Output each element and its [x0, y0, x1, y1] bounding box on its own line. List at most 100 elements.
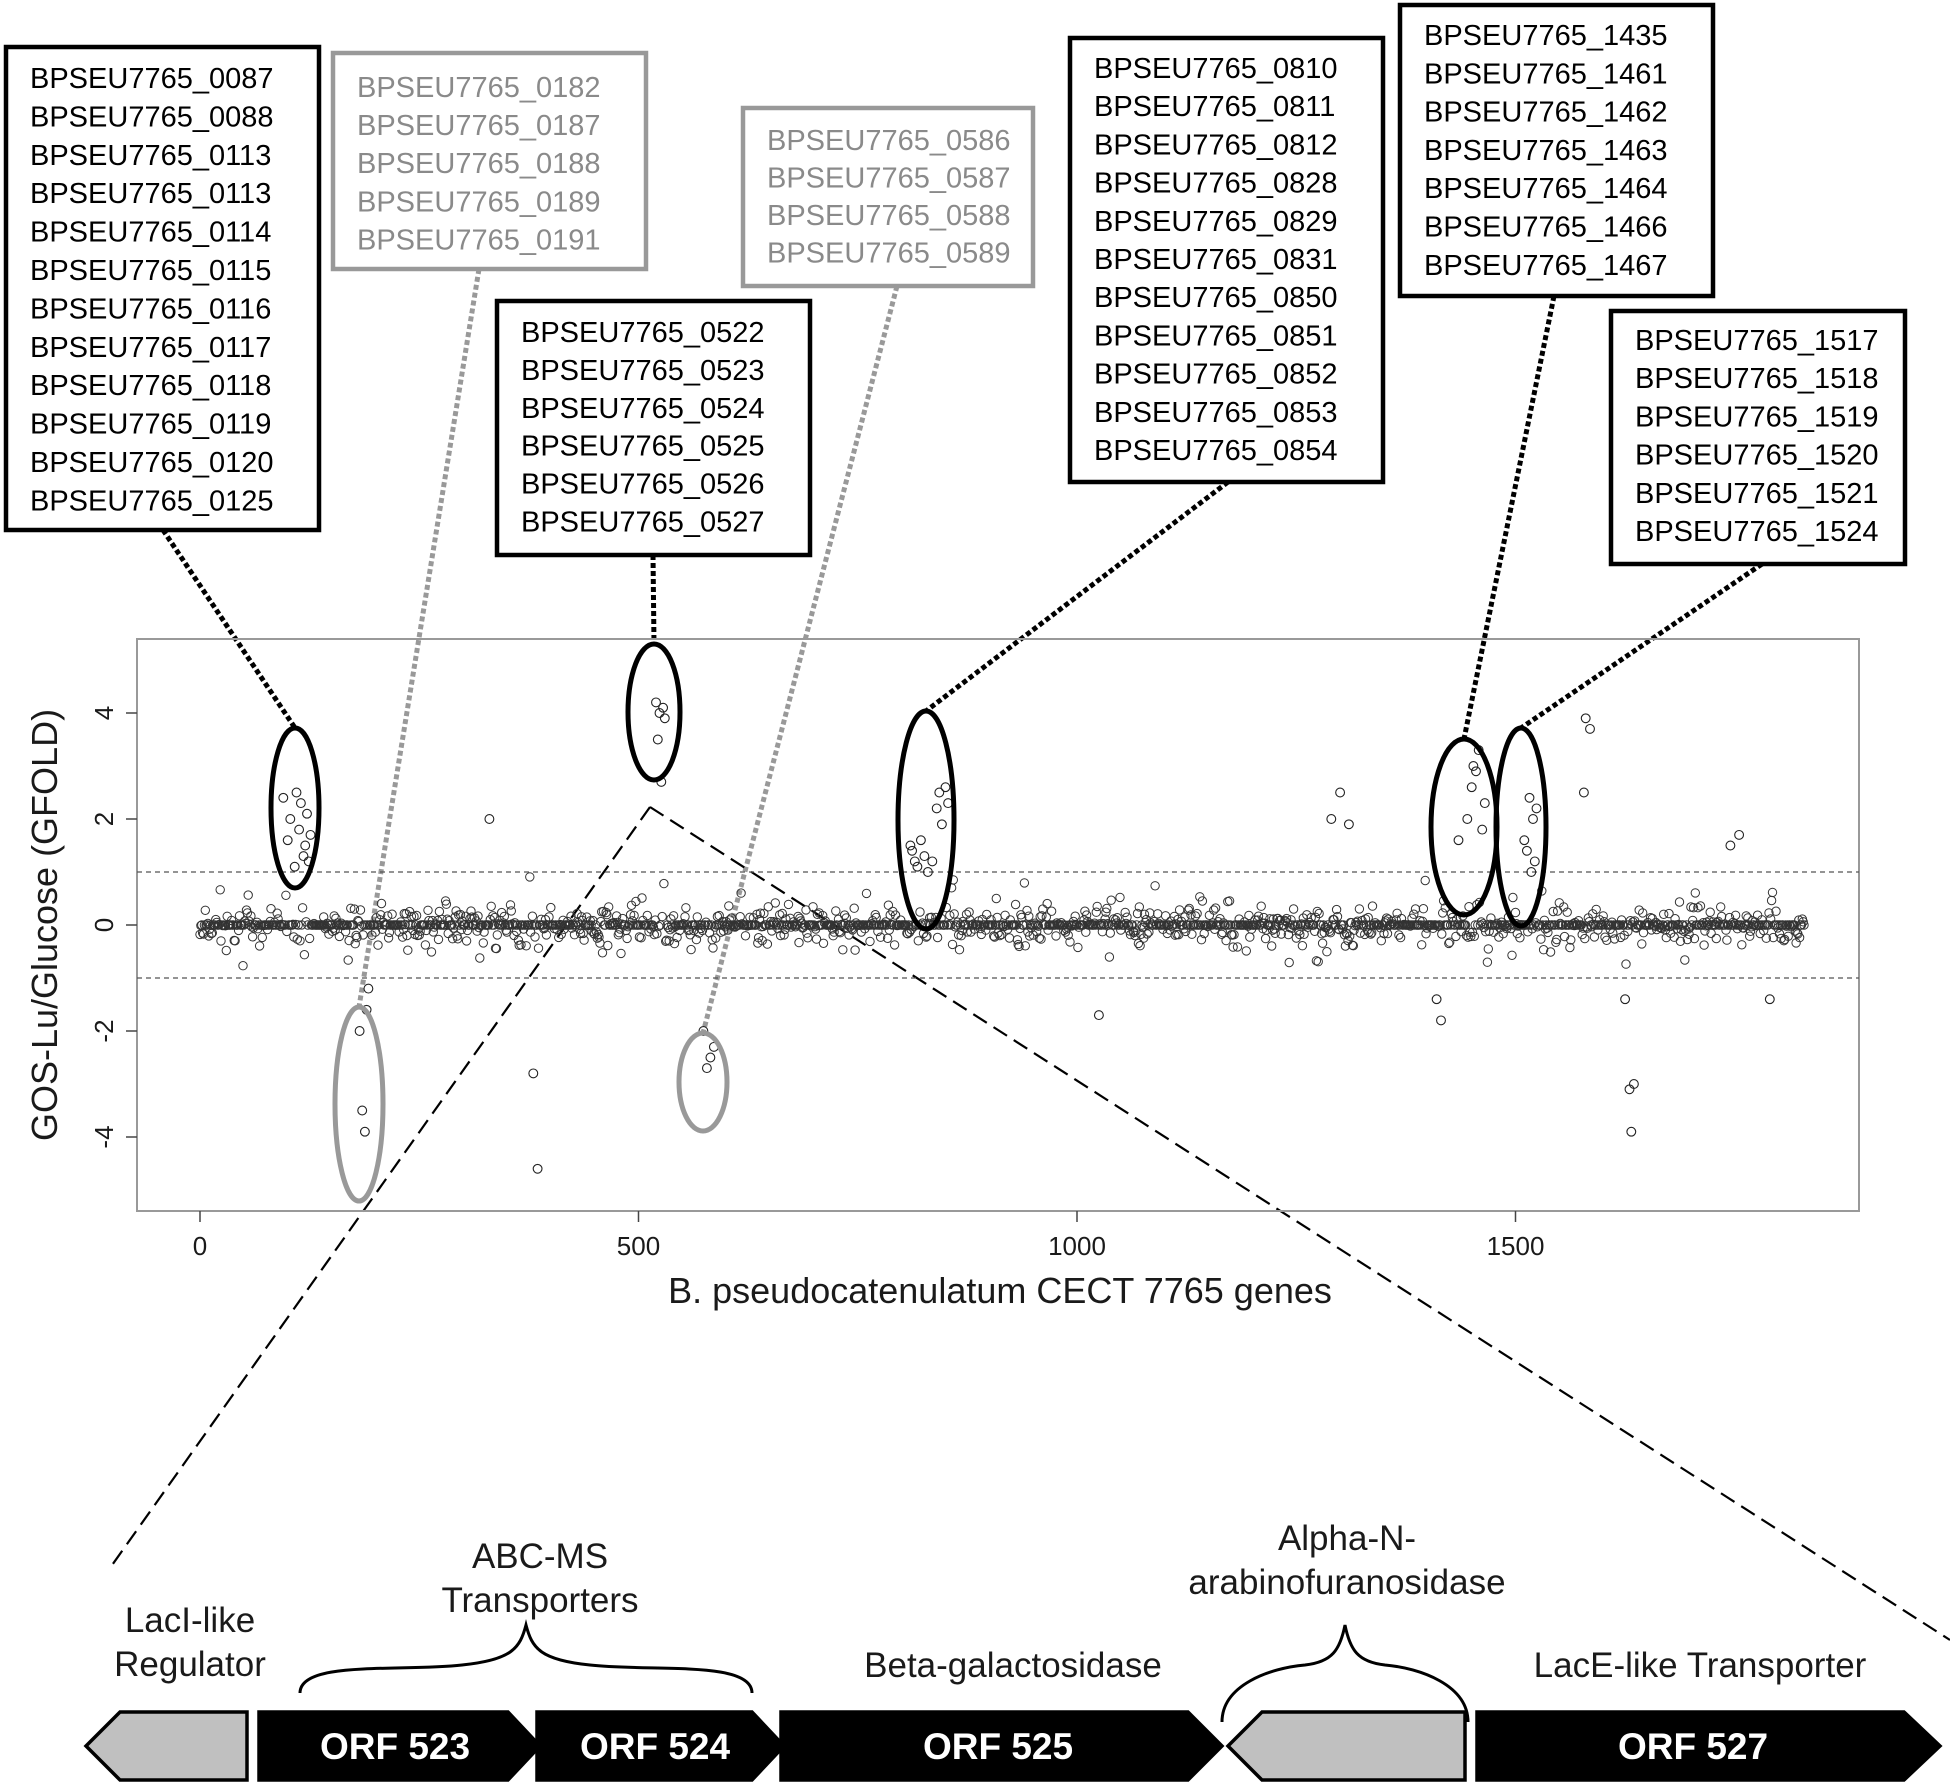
- data-point: [701, 1063, 712, 1074]
- data-point: [297, 903, 308, 913]
- cluster-ellipse: [1493, 725, 1549, 929]
- data-point: [1443, 920, 1453, 930]
- data-point: [221, 945, 232, 956]
- data-point: [473, 911, 483, 921]
- gene-label: BPSEU7765_0586: [767, 125, 1010, 157]
- data-point: [1181, 926, 1191, 937]
- data-point: [282, 835, 293, 846]
- data-point: [200, 905, 211, 915]
- data-point: [1409, 909, 1419, 919]
- data-point: [1070, 911, 1080, 921]
- gene-box-frame: [1397, 2, 1716, 299]
- gene-label: BPSEU7765_0810: [1094, 53, 1337, 85]
- x-tick-label: 1000: [1048, 1231, 1106, 1261]
- gene-label: BPSEU7765_1518: [1635, 363, 1878, 395]
- data-point: [1229, 930, 1239, 940]
- data-point: [557, 920, 567, 930]
- data-point: [753, 938, 763, 948]
- data-point: [343, 955, 353, 965]
- data-point: [411, 910, 422, 921]
- cluster-ellipse: [676, 1030, 730, 1134]
- data-point: [1288, 920, 1298, 930]
- gene-label: BPSEU7765_0851: [1094, 320, 1337, 352]
- data-point: [1716, 902, 1726, 912]
- data-point: [814, 908, 824, 918]
- data-point: [1216, 920, 1226, 930]
- gene-label: BPSEU7765_1463: [1424, 135, 1667, 167]
- data-point: [1160, 911, 1171, 921]
- data-point: [302, 808, 312, 819]
- data-point: [1711, 933, 1722, 944]
- gene-label: BPSEU7765_0114: [30, 217, 271, 249]
- data-point: [1783, 931, 1793, 941]
- data-point: [681, 903, 691, 913]
- data-point: [1135, 941, 1145, 951]
- data-point: [433, 934, 444, 945]
- gene-box-frame: [3, 44, 322, 533]
- data-point: [215, 885, 225, 895]
- connector-line: [924, 480, 1230, 713]
- data-point: [423, 905, 433, 915]
- gene-label: BPSEU7765_1517: [1635, 325, 1878, 357]
- data-point: [1794, 915, 1804, 925]
- data-point: [595, 938, 605, 948]
- data-point: [1799, 920, 1809, 930]
- gene-label: BPSEU7765_1462: [1424, 97, 1667, 129]
- orf-label: ORF 527: [1618, 1726, 1768, 1767]
- cluster-ellipse: [1428, 736, 1500, 918]
- data-point: [616, 948, 626, 959]
- gene-label: BPSEU7765_0113: [30, 140, 271, 172]
- data-point: [376, 898, 387, 909]
- data-point: [1241, 946, 1252, 956]
- data-point: [285, 814, 296, 824]
- data-point: [849, 903, 859, 913]
- gene-label: BPSEU7765_1461: [1424, 58, 1667, 90]
- data-point: [357, 1105, 368, 1116]
- data-point: [651, 697, 661, 708]
- data-point: [1171, 919, 1181, 929]
- y-tick-label: 0: [89, 918, 119, 932]
- data-point: [1721, 925, 1731, 935]
- gene-label: BPSEU7765_0524: [521, 393, 764, 425]
- data-point: [1326, 814, 1337, 824]
- data-point: [1764, 908, 1774, 918]
- data-point: [1734, 829, 1745, 840]
- data-point: [1508, 892, 1518, 903]
- data-point: [735, 912, 745, 922]
- orf-arrow: ORF 525: [779, 1710, 1225, 1782]
- data-point: [1559, 902, 1569, 912]
- gene-box: BPSEU7765_1435BPSEU7765_1461BPSEU7765_14…: [1397, 2, 1716, 299]
- data-point: [455, 909, 466, 920]
- data-point: [661, 936, 671, 946]
- data-point: [773, 923, 783, 934]
- alpha-brace: [1220, 1624, 1470, 1723]
- gene-label: BPSEU7765_0119: [30, 409, 271, 441]
- data-point: [664, 936, 674, 946]
- data-point: [1331, 904, 1342, 915]
- data-point: [1531, 803, 1542, 814]
- data-point: [850, 945, 860, 955]
- data-point: [808, 902, 818, 912]
- data-point: [591, 927, 602, 937]
- data-point: [1228, 942, 1238, 952]
- data-point: [1638, 908, 1648, 918]
- data-point: [922, 867, 933, 877]
- data-point: [1538, 945, 1549, 955]
- data-point: [603, 940, 613, 951]
- data-point: [196, 920, 206, 931]
- data-point: [1183, 905, 1194, 915]
- data-point: [1115, 892, 1125, 903]
- gene-label: BPSEU7765_0854: [1094, 435, 1337, 467]
- data-point: [1012, 935, 1023, 945]
- data-point: [1053, 919, 1064, 929]
- data-point: [1664, 908, 1674, 919]
- gene-label: BPSEU7765_1521: [1635, 478, 1878, 510]
- data-point: [1363, 912, 1373, 923]
- data-point: [708, 943, 718, 953]
- data-point: [934, 787, 945, 798]
- gene-label: BPSEU7765_0120: [30, 447, 273, 479]
- data-point: [1311, 956, 1322, 966]
- data-point: [831, 906, 841, 916]
- operon-label-beta: Beta-galactosidase: [864, 1646, 1162, 1685]
